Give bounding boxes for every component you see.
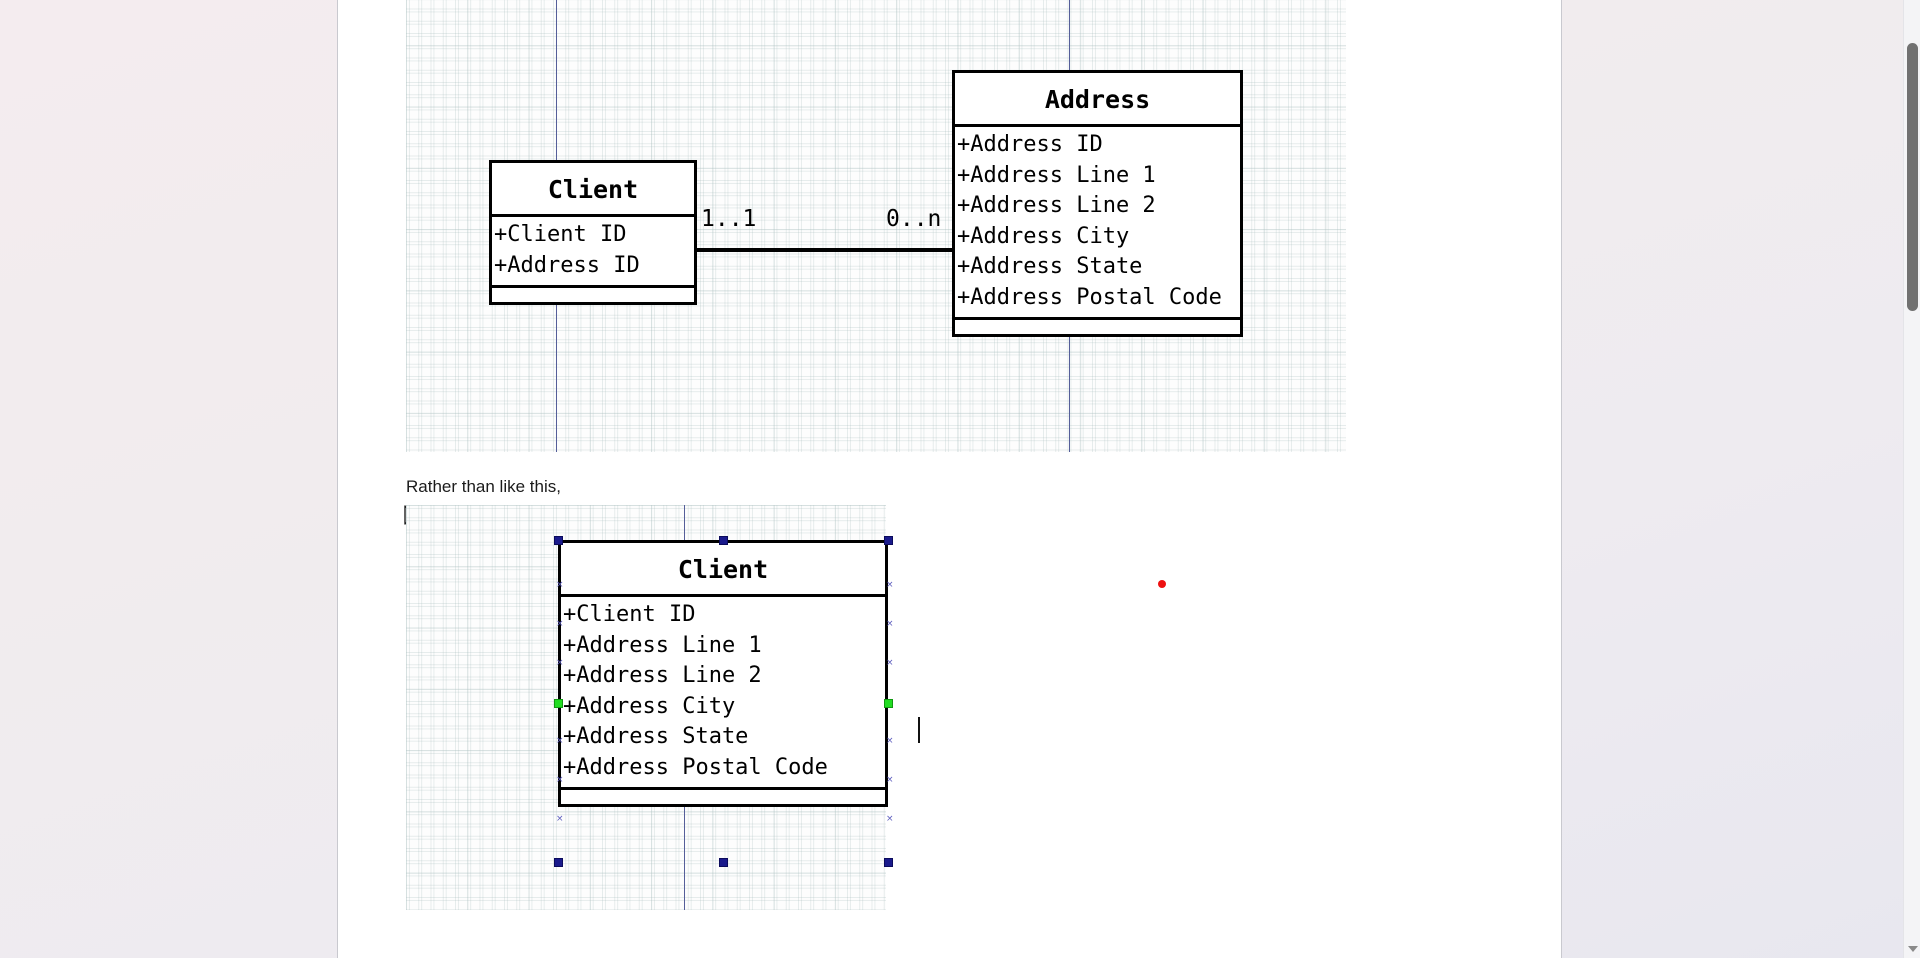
connection-point-icon[interactable]: ×: [886, 814, 894, 824]
uml-attribute-compartment: +Client ID +Address Line 1 +Address Line…: [561, 597, 885, 790]
chevron-down-icon[interactable]: [1908, 946, 1918, 952]
uml-attribute: +Address Line 1: [563, 632, 762, 658]
uml-attribute: +Address Postal Code: [563, 754, 828, 780]
diagram-canvas-denormalized[interactable]: Client +Client ID +Address Line 1 +Addre…: [406, 505, 920, 910]
uml-class-client-flat[interactable]: Client +Client ID +Address Line 1 +Addre…: [558, 540, 888, 807]
text-insertion-caret: [918, 717, 920, 743]
connection-point-icon[interactable]: ×: [886, 775, 894, 785]
uml-attribute: +Address Postal Code: [957, 284, 1222, 310]
connection-point-icon[interactable]: ×: [556, 619, 564, 629]
marker-dot[interactable]: [1158, 580, 1166, 588]
uml-operation-compartment: [492, 288, 694, 302]
connection-point-icon[interactable]: ×: [886, 658, 894, 668]
association-line[interactable]: [694, 248, 952, 252]
uml-attribute: +Address City: [957, 223, 1130, 249]
selection-handle-bottom-center[interactable]: [719, 858, 728, 867]
uml-attribute: +Address Line 1: [957, 162, 1156, 188]
selection-handle-top-left[interactable]: [554, 536, 563, 545]
connection-point-icon[interactable]: ×: [556, 658, 564, 668]
uml-class-title: Client: [492, 163, 694, 217]
connection-point-icon[interactable]: ×: [886, 580, 894, 590]
connection-point-icon[interactable]: ×: [556, 814, 564, 824]
uml-attribute-compartment: +Client ID +Address ID: [492, 217, 694, 288]
uml-attribute: +Address ID: [494, 252, 640, 278]
uml-attribute: +Client ID: [494, 222, 627, 247]
uml-attribute: +Address City: [563, 693, 736, 719]
scrollbar-thumb[interactable]: [1907, 43, 1918, 311]
uml-operation-compartment: [955, 320, 1240, 334]
selection-handle-top-right[interactable]: [884, 536, 893, 545]
paragraph-text: Rather than like this,: [406, 477, 561, 496]
vertical-scrollbar[interactable]: [1903, 0, 1920, 958]
multiplicity-target: 0..n: [886, 206, 942, 232]
uml-class-title: Address: [955, 73, 1240, 127]
selection-handle-bottom-right[interactable]: [884, 858, 893, 867]
selection-handle-bottom-left[interactable]: [554, 858, 563, 867]
diagram-canvas-normalized[interactable]: 1..1 0..n Client +Client ID +Address ID …: [406, 0, 1346, 452]
uml-class-client[interactable]: Client +Client ID +Address ID: [489, 160, 697, 305]
uml-attribute: +Address State: [957, 254, 1143, 279]
connection-point-icon[interactable]: ×: [556, 580, 564, 590]
selection-handle-top-center[interactable]: [719, 536, 728, 545]
connection-point-icon[interactable]: ×: [886, 736, 894, 746]
uml-class-address[interactable]: Address +Address ID +Address Line 1 +Add…: [952, 70, 1243, 337]
uml-class-title: Client: [561, 543, 885, 597]
uml-attribute: +Address State: [563, 724, 749, 749]
connection-point-icon[interactable]: ×: [556, 775, 564, 785]
connection-point-icon[interactable]: ×: [886, 619, 894, 629]
uml-attribute: +Address ID: [957, 132, 1103, 157]
uml-operation-compartment: [561, 790, 885, 804]
resize-handle-middle-left[interactable]: [554, 699, 563, 708]
uml-attribute: +Client ID: [563, 602, 696, 627]
document-page: 1..1 0..n Client +Client ID +Address ID …: [337, 0, 1562, 958]
uml-attribute: +Address Line 2: [957, 193, 1156, 218]
connection-point-icon[interactable]: ×: [556, 736, 564, 746]
uml-attribute-compartment: +Address ID +Address Line 1 +Address Lin…: [955, 127, 1240, 320]
uml-attribute: +Address Line 2: [563, 663, 762, 688]
multiplicity-source: 1..1: [701, 206, 757, 232]
resize-handle-middle-right[interactable]: [884, 699, 893, 708]
